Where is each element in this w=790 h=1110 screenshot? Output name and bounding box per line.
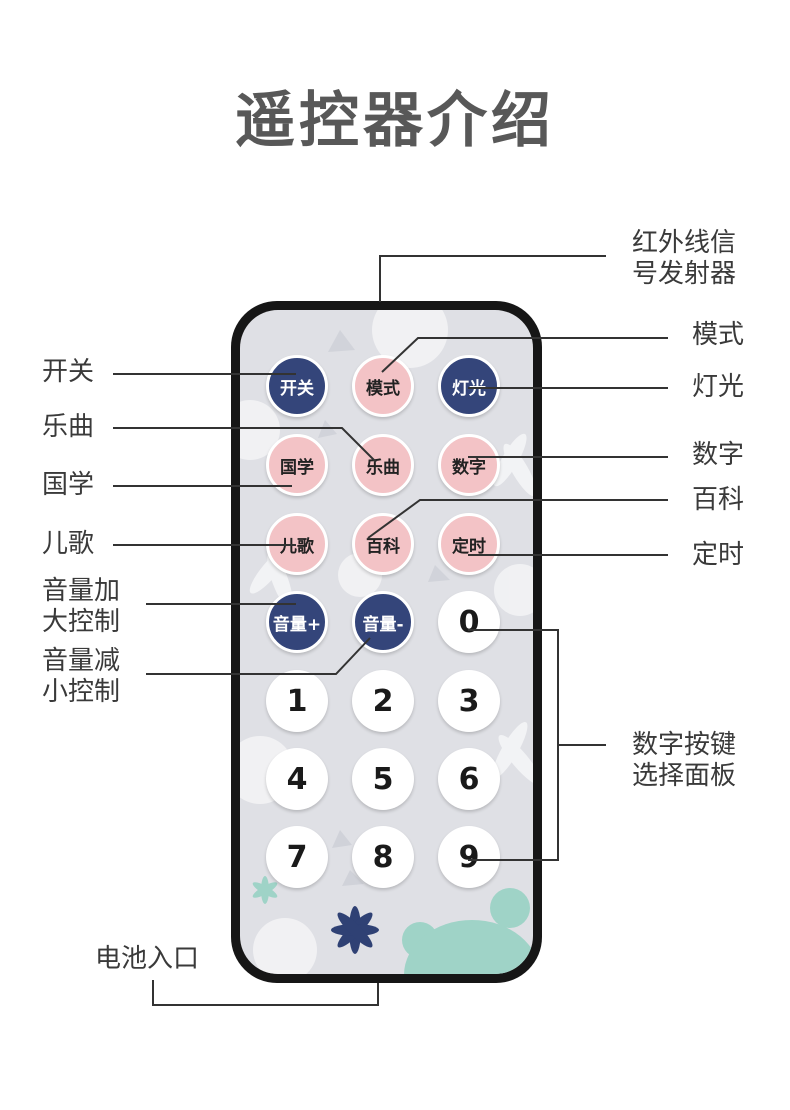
digit-9-button[interactable]: 9 xyxy=(438,826,500,888)
ir-emitter-label: 红外线信 号发射器 xyxy=(632,228,736,290)
number-button[interactable]: 数字 xyxy=(438,434,500,496)
light-button[interactable]: 灯光 xyxy=(438,355,500,417)
mode-button[interactable]: 模式 xyxy=(352,355,414,417)
volume-up-button[interactable]: 音量+ xyxy=(266,591,328,653)
page-title: 遥控器介绍 xyxy=(235,86,555,156)
digit-5-button[interactable]: 5 xyxy=(352,748,414,810)
ir-label-line2: 号发射器 xyxy=(632,259,737,289)
volume-up-label: 音量加 大控制 xyxy=(42,576,120,638)
battery-label: 电池入口 xyxy=(95,944,200,974)
volume-down-line1: 音量减 xyxy=(42,646,121,676)
decorative-pattern xyxy=(240,310,533,974)
children-song-button[interactable]: 儿歌 xyxy=(266,513,328,575)
digit-panel-label: 数字按键 选择面板 xyxy=(632,730,736,792)
volume-up-line2: 大控制 xyxy=(42,607,121,637)
music-button[interactable]: 乐曲 xyxy=(352,434,414,496)
ir-label-line1: 红外线信 xyxy=(632,228,737,258)
encyclopedia-button[interactable]: 百科 xyxy=(352,513,414,575)
mode-label: 模式 xyxy=(692,320,745,350)
volume-up-line1: 音量加 xyxy=(42,576,121,606)
power-label: 开关 xyxy=(42,357,95,387)
timer-button[interactable]: 定时 xyxy=(438,513,500,575)
power-button[interactable]: 开关 xyxy=(266,355,328,417)
timer-label: 定时 xyxy=(692,540,745,570)
digit-6-button[interactable]: 6 xyxy=(438,748,500,810)
volume-down-button[interactable]: 音量- xyxy=(352,591,414,653)
digit-8-button[interactable]: 8 xyxy=(352,826,414,888)
digit-2-button[interactable]: 2 xyxy=(352,670,414,732)
encyclopedia-label: 百科 xyxy=(692,485,745,515)
digit-panel-line2: 选择面板 xyxy=(632,761,737,791)
digit-0-button[interactable]: 0 xyxy=(438,591,500,653)
music-label: 乐曲 xyxy=(42,412,95,442)
guoxue-label: 国学 xyxy=(42,470,95,500)
volume-down-label: 音量减 小控制 xyxy=(42,646,120,708)
digit-panel-line1: 数字按键 xyxy=(632,730,737,760)
digit-4-button[interactable]: 4 xyxy=(266,748,328,810)
children-song-label: 儿歌 xyxy=(42,529,95,559)
number-label: 数字 xyxy=(692,440,745,470)
light-label: 灯光 xyxy=(692,372,745,402)
digit-7-button[interactable]: 7 xyxy=(266,826,328,888)
digit-1-button[interactable]: 1 xyxy=(266,670,328,732)
digit-3-button[interactable]: 3 xyxy=(438,670,500,732)
volume-down-line2: 小控制 xyxy=(42,677,121,707)
